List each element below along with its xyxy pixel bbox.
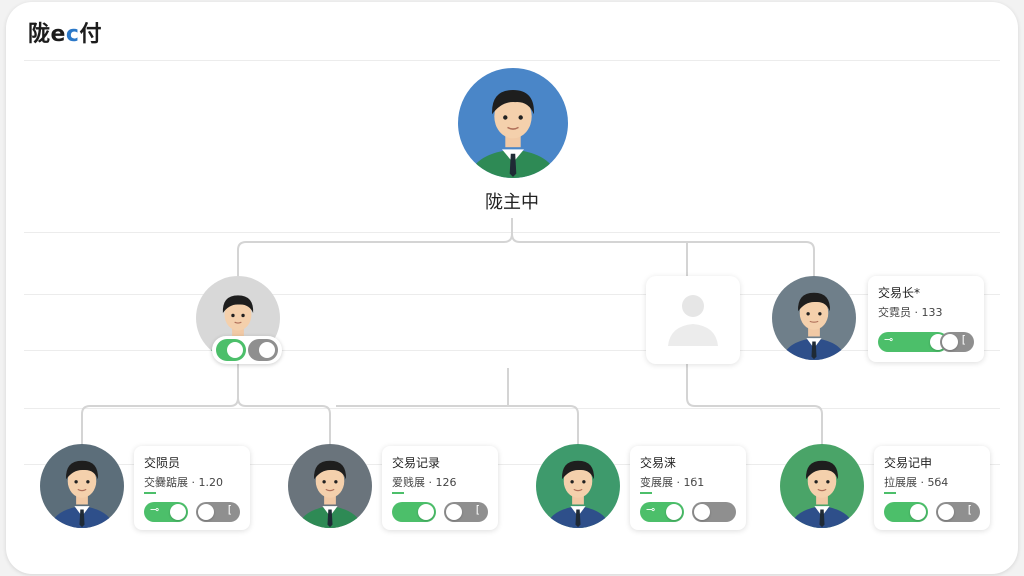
guide-line — [24, 294, 1000, 295]
card-title: 交陨员 — [144, 456, 181, 470]
connector — [686, 364, 823, 446]
enable-toggle[interactable]: ⊸ — [144, 502, 188, 522]
root-label: 陇主中 — [485, 192, 539, 213]
progress-bar — [884, 492, 896, 494]
card-subtitle: 变展展 · 1б1 — [640, 476, 705, 489]
disable-toggle[interactable]: [ — [444, 502, 488, 522]
connector — [511, 233, 815, 278]
disable-toggle[interactable]: [ — [936, 502, 980, 522]
level2-avatar[interactable] — [780, 444, 864, 528]
card-title: 交易长* — [878, 286, 921, 300]
diagram-frame: 陇ec付 陇主中 — [6, 2, 1018, 574]
info-card[interactable]: 交易涞 变展展 · 1б1 ⊸ — [630, 446, 746, 530]
guide-line — [24, 350, 1000, 351]
toggle-off-segment[interactable] — [248, 339, 278, 361]
card-title: 交易记录 — [392, 456, 441, 470]
dual-toggle[interactable] — [212, 336, 282, 364]
card-subtitle: 爱贱展 · 126 — [392, 476, 457, 489]
info-card[interactable]: 交易记录 爱贱展 · 126 [ — [382, 446, 498, 530]
disable-toggle[interactable]: [ — [196, 502, 240, 522]
person-icon — [40, 444, 124, 528]
disable-toggle[interactable] — [692, 502, 736, 522]
progress-bar — [392, 492, 404, 494]
card-title: 交易涞 — [640, 456, 677, 470]
person-icon — [536, 444, 620, 528]
person-icon — [772, 276, 856, 360]
connector — [336, 405, 579, 446]
card-subtitle: 交霓员 · 133 — [878, 306, 943, 319]
guide-line — [24, 408, 1000, 409]
info-card[interactable]: 交易记申 拉展展 · 5б4 [ — [874, 446, 990, 530]
info-card[interactable]: 交易长* 交霓员 · 133 ⊸ [ — [868, 276, 984, 362]
toggle-on-segment[interactable] — [216, 339, 246, 361]
card-subtitle: 交爨踮展 · 1.20 — [144, 476, 223, 489]
enable-toggle[interactable]: ⊸ — [640, 502, 684, 522]
enable-toggle[interactable] — [392, 502, 436, 522]
progress-bar — [640, 492, 652, 494]
info-card[interactable]: 交陨员 交爨踮展 · 1.20 ⊸ [ — [134, 446, 250, 530]
level1-avatar-right[interactable] — [772, 276, 856, 360]
level2-avatar[interactable] — [288, 444, 372, 528]
enable-toggle[interactable] — [884, 502, 928, 522]
person-icon — [458, 68, 568, 178]
level2-avatar[interactable] — [536, 444, 620, 528]
card-title: 交易记申 — [884, 456, 933, 470]
connector — [237, 218, 513, 280]
placeholder-node[interactable] — [646, 276, 740, 364]
connector — [81, 364, 239, 446]
guide-line — [24, 60, 1000, 61]
level2-avatar[interactable] — [40, 444, 124, 528]
disable-toggle[interactable]: [ — [940, 332, 974, 352]
connector — [237, 397, 331, 446]
card-subtitle: 拉展展 · 5б4 — [884, 476, 949, 489]
guide-line — [24, 464, 1000, 465]
person-icon — [288, 444, 372, 528]
user-placeholder-icon — [668, 295, 718, 346]
root-avatar[interactable] — [458, 68, 568, 178]
progress-bar — [144, 492, 156, 494]
person-icon — [780, 444, 864, 528]
connector-lines — [81, 218, 823, 446]
brand-logo: 陇ec付 — [28, 22, 102, 47]
enable-toggle[interactable]: ⊸ — [878, 332, 948, 352]
